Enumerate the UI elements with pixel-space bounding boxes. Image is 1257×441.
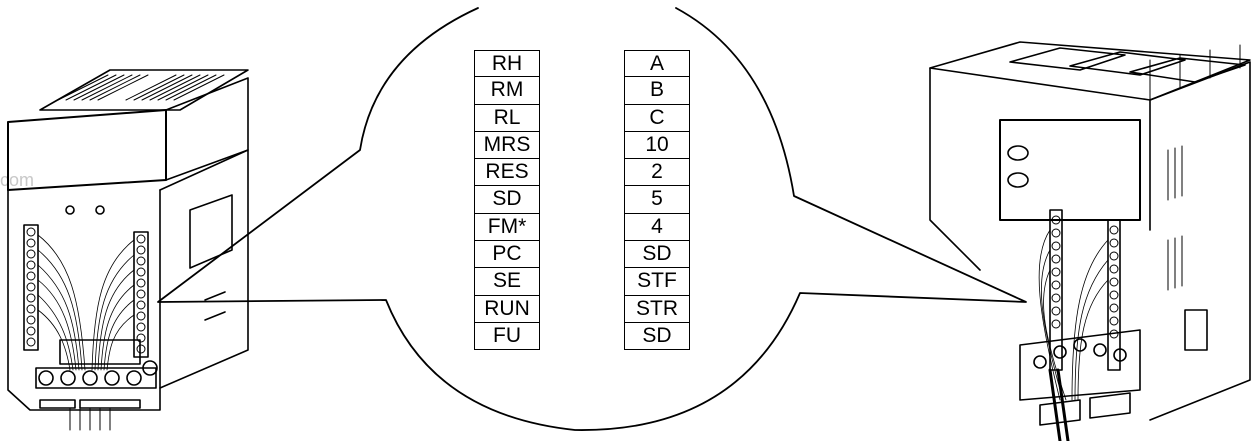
terminal-label: RUN: [474, 295, 540, 323]
right-terminal-screws-b: [1051, 215, 1119, 339]
terminal-column-right: A B C 10 2 5 4 SD STF STR SD: [624, 50, 690, 351]
left-terminal-screws: [26, 227, 36, 347]
terminal-label: 10: [624, 131, 690, 160]
terminal-label: A: [624, 50, 690, 78]
terminal-label: FM*: [474, 213, 540, 242]
terminal-label: RL: [474, 104, 540, 132]
magnifier-callout: [157, 7, 1027, 431]
left-inverter: [7, 69, 249, 431]
terminal-label: RH: [474, 50, 540, 78]
terminal-label: PC: [474, 241, 540, 269]
callout-circle: [157, 7, 1027, 431]
right-inverter: [929, 41, 1251, 441]
terminal-label: STF: [624, 268, 690, 296]
terminal-label: MRS: [474, 131, 540, 160]
terminal-label: SE: [474, 268, 540, 296]
terminal-label: 4: [624, 213, 690, 242]
terminal-label: FU: [474, 322, 540, 351]
terminal-label: SD: [474, 186, 540, 214]
main-terminal-screws-b: [1033, 338, 1127, 369]
terminal-label: 5: [624, 186, 690, 214]
right-terminal-screws: [136, 234, 146, 354]
terminal-label: SD: [624, 241, 690, 269]
terminal-label: SD: [624, 322, 690, 351]
terminal-label: RES: [474, 159, 540, 187]
terminal-label: RM: [474, 77, 540, 105]
terminal-label: C: [624, 104, 690, 132]
main-terminal-screws: [38, 360, 158, 386]
terminal-column-left: RH RM RL MRS RES SD FM* PC SE RUN FU: [474, 50, 540, 351]
terminal-label: STR: [624, 295, 690, 323]
terminal-label: 2: [624, 159, 690, 187]
control-wires: [37, 234, 135, 371]
terminal-label: B: [624, 77, 690, 105]
